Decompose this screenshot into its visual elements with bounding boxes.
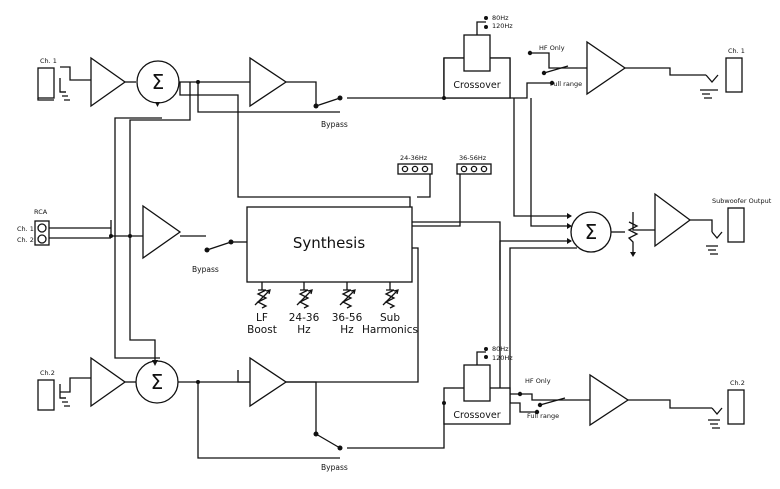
amplifiers (90, 40, 692, 427)
subwoofer-amp (654, 192, 692, 248)
crossover-ch2-label: Crossover (453, 410, 500, 421)
jumper-24-36-label: 24-36Hz (400, 154, 428, 162)
ch2-output-label: Ch.2 (730, 379, 745, 387)
pot-24-36hz (296, 282, 313, 309)
crossover-ch2 (443, 347, 511, 425)
synthesis-label: Synthesis (293, 234, 366, 252)
rca-label: RCA (34, 208, 48, 216)
full-range-label-ch1: Full range (550, 80, 582, 88)
junction-dots (109, 80, 446, 405)
sub-summer (570, 211, 612, 253)
pot-36-56hz (339, 282, 356, 309)
bypass-label-ch2: Bypass (321, 463, 348, 472)
crossover-ch2-120hz: 120Hz (492, 354, 513, 362)
subwoofer-output-label: Subwoofer Output (712, 197, 772, 205)
crossover-ch1 (443, 16, 511, 99)
arrowheads (152, 102, 572, 366)
full-range-label-ch2: Full range (527, 412, 559, 420)
subwoofer-output-jack (706, 207, 745, 255)
sub-level-pot (627, 221, 639, 257)
crossover-ch1-80hz: 80Hz (492, 14, 509, 22)
ch1-summer-symbol: Σ (152, 70, 165, 94)
crossover-ch1-label: Crossover (453, 80, 500, 91)
pot-sub-harmonics-line1: Sub (380, 312, 400, 324)
bypass-label-ch1: Bypass (321, 120, 348, 129)
pot-lf-boost-line2: Boost (247, 324, 277, 336)
synthesis-block (246, 206, 413, 283)
rca-input-amp (142, 204, 182, 260)
ch2-output-amp (589, 373, 630, 427)
ch1-input-jack (37, 67, 70, 101)
pot-sub-harmonics (382, 282, 399, 309)
ch2-input-jack (37, 379, 70, 411)
hf-switch-ch1 (527, 50, 569, 86)
ch1-output-jack (700, 57, 743, 99)
pot-lf-boost-line1: LF (256, 312, 268, 324)
jumper-36-56 (456, 163, 492, 175)
pot-lf-boost (254, 282, 271, 309)
sub-summer-symbol: Σ (585, 220, 598, 244)
ch1-mid-amp (249, 56, 288, 108)
ch1-input-label: Ch. 1 (40, 57, 57, 65)
pot-24-36hz-line1: 24-36 (289, 312, 320, 324)
ch2-input-amp (90, 356, 127, 408)
jumper-36-56-label: 36-56Hz (459, 154, 487, 162)
crossover-ch1-120hz: 120Hz (492, 22, 513, 30)
rca-connector (34, 220, 50, 246)
hf-only-label-ch2: HF Only (525, 377, 551, 385)
pot-24-36hz-line2: Hz (297, 324, 311, 336)
ch1-input-amp (90, 56, 127, 108)
ch1-output-label: Ch. 1 (728, 47, 745, 55)
bypass-label-synth: Bypass (192, 265, 219, 274)
rca-ch1-label: Ch. 1 (17, 225, 34, 233)
ch2-summer-symbol: Σ (151, 370, 164, 394)
pot-36-56hz-line1: 36-56 (332, 312, 363, 324)
hf-switch-ch2 (517, 391, 566, 415)
bypass-switch-synth (204, 239, 234, 253)
rca-ch2-label: Ch. 2 (17, 236, 34, 244)
jumper-24-36 (397, 163, 433, 175)
ch2-input-label: Ch.2 (40, 369, 55, 377)
pot-36-56hz-line2: Hz (340, 324, 354, 336)
hf-only-label-ch1: HF Only (539, 44, 565, 52)
wires (45, 52, 713, 459)
pot-sub-harmonics-line2: Harmonics (362, 324, 418, 336)
ch2-output-jack (708, 389, 745, 429)
ch1-output-amp (586, 40, 627, 96)
crossover-ch2-80hz: 80Hz (492, 345, 509, 353)
bypass-switch-ch2 (313, 431, 343, 451)
ch2-mid-amp (249, 356, 288, 408)
bypass-switch-ch1 (313, 95, 343, 109)
